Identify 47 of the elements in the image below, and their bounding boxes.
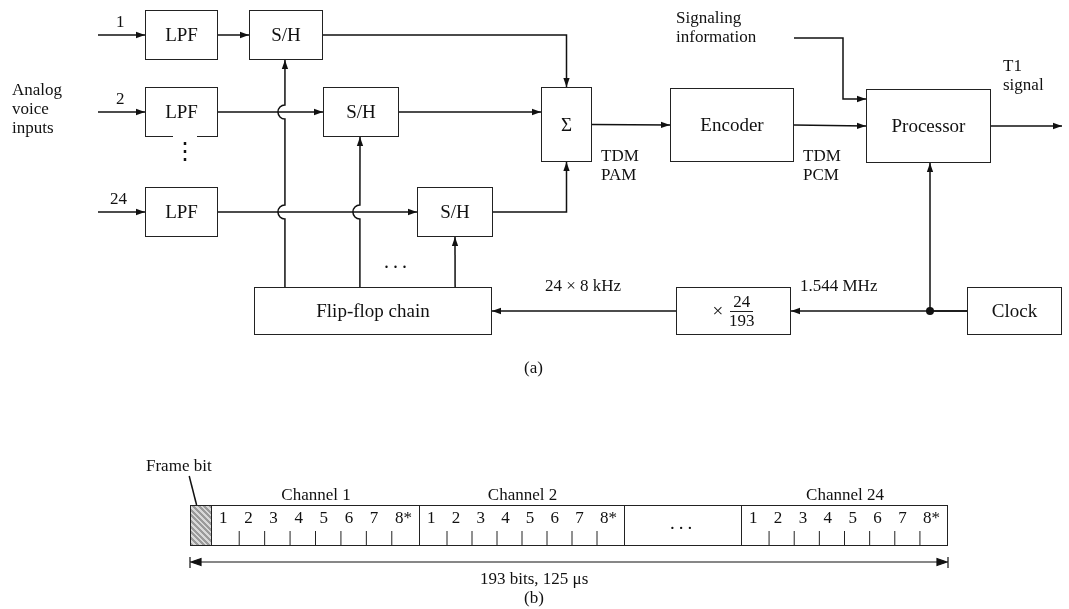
- arrow: [591, 121, 671, 129]
- input-text: Signaling information: [676, 8, 794, 48]
- arrow: [451, 236, 459, 288]
- arrow: [492, 161, 570, 213]
- arrow: [793, 122, 867, 129]
- arrow: [97, 31, 146, 39]
- denominator: 193: [729, 311, 755, 330]
- multiply-sign: ×: [712, 300, 724, 322]
- arrow: [926, 162, 968, 312]
- clock-box: Clock: [967, 287, 1062, 335]
- arrow: [217, 31, 250, 39]
- arrow: [793, 37, 867, 103]
- sample-hold-box: S/H: [249, 10, 323, 60]
- arrow: [322, 34, 570, 88]
- dimension-label: 193 bits, 125 μs: [480, 569, 589, 588]
- shaded-frame-bit-box: [190, 505, 212, 546]
- notes-text: Analog voice inputs: [12, 80, 64, 137]
- sample-hold-box: S/H: [417, 187, 493, 237]
- filter-box: LPF: [145, 187, 218, 237]
- numerator: 24: [730, 292, 754, 312]
- sample-hold-box: S/H: [323, 87, 399, 137]
- filter-box: LPF: [145, 10, 218, 60]
- arrow: [217, 108, 324, 116]
- ellipsis: ...: [668, 512, 698, 534]
- arrow: [97, 208, 146, 216]
- arrow: [398, 108, 542, 116]
- summer-box: Σ: [541, 87, 592, 162]
- bit-numbers: 1 2 3 4 5 6 7 8*: [749, 508, 940, 528]
- panel-label: (a): [524, 358, 543, 377]
- encoder-box: Encoder: [670, 88, 794, 162]
- flip-flop-box: Flip-flop chain: [254, 287, 492, 335]
- arrow: [491, 307, 677, 315]
- arrow: [217, 208, 418, 216]
- bit-numbers: 1 2 3 4 5 6 7 8*: [219, 508, 412, 528]
- processor-box: Processor: [866, 89, 991, 163]
- arrow: [990, 122, 1063, 130]
- channel-heading: Channel 2: [486, 485, 559, 504]
- channel-heading: Channel 1: [280, 485, 352, 504]
- arrow: [352, 136, 364, 288]
- callout-text: Frame bit: [146, 456, 218, 476]
- filter-box: LPF: [145, 87, 218, 137]
- panel-label: (b): [524, 588, 544, 607]
- arrow: [97, 108, 146, 116]
- channel-heading: Channel 24: [805, 485, 885, 504]
- arrow: [277, 59, 289, 288]
- bit-numbers: 1 2 3 4 5 6 7 8*: [427, 508, 617, 528]
- leader-line: [188, 475, 198, 506]
